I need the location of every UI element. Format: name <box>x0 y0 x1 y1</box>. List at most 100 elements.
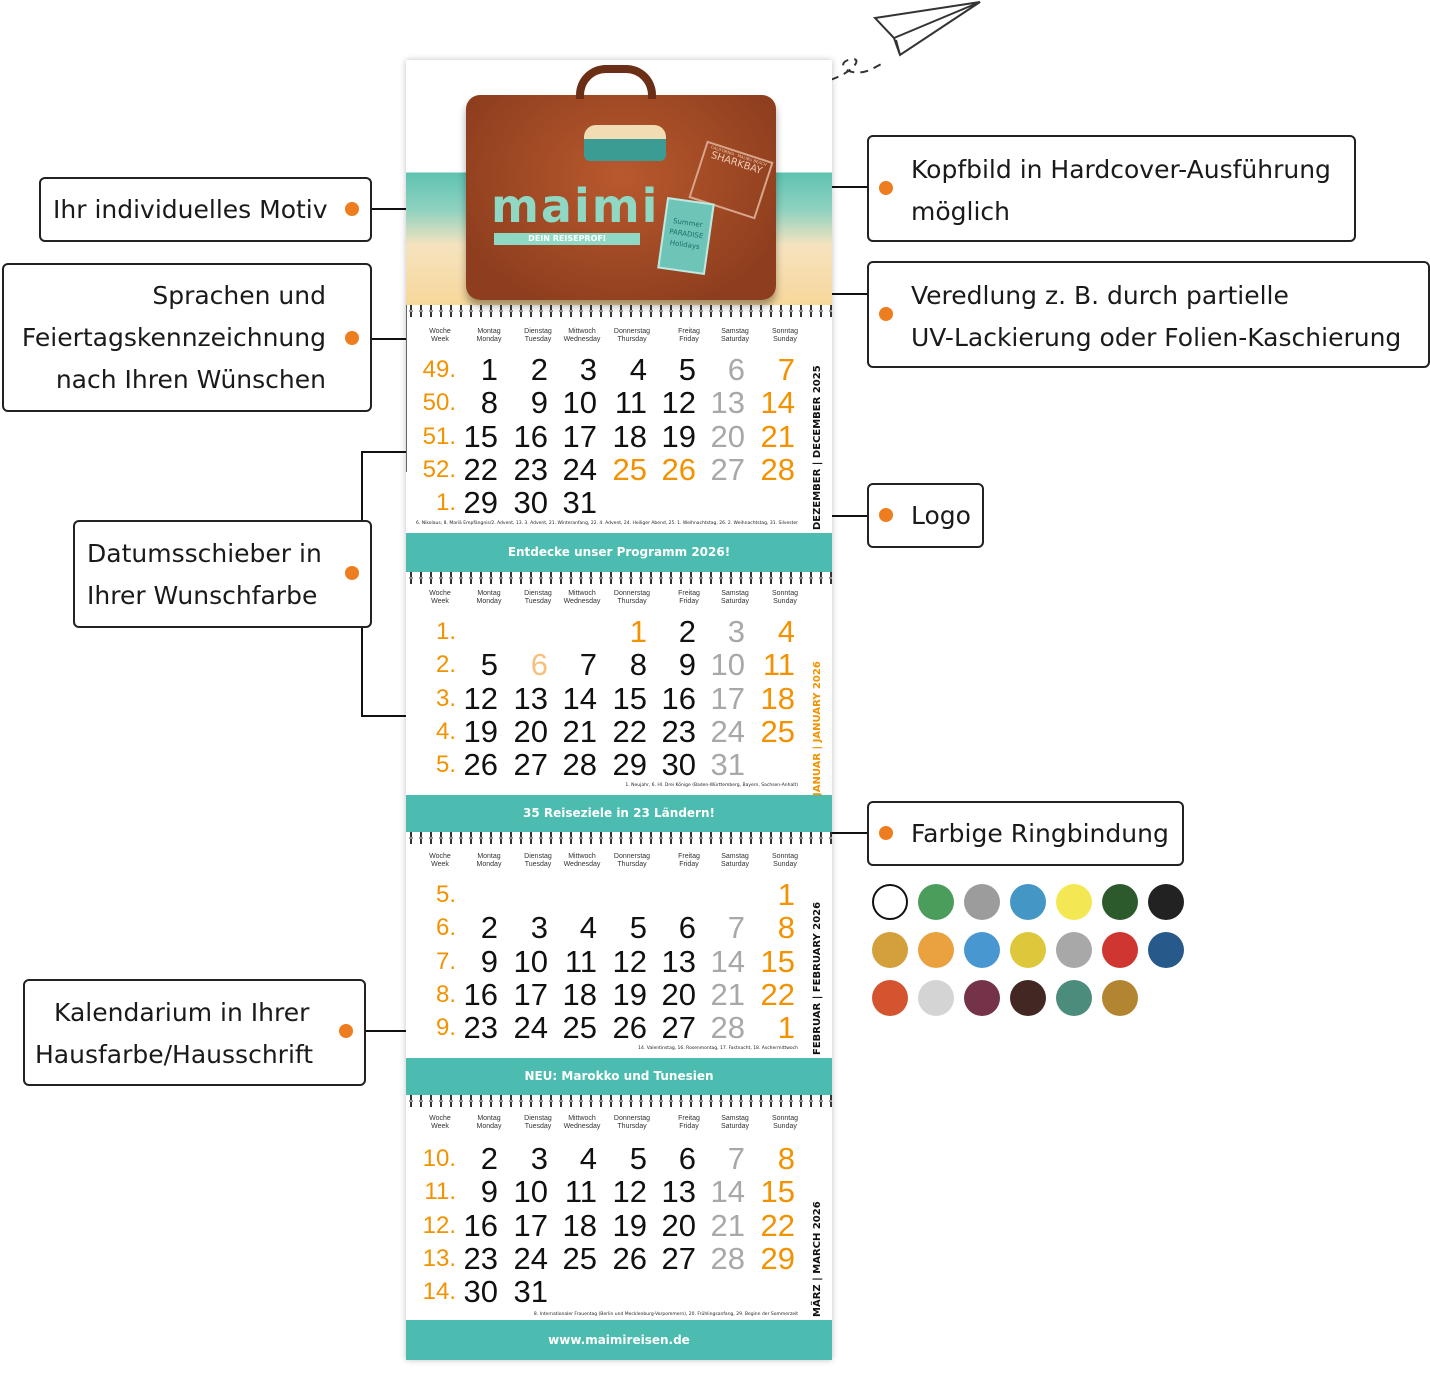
ring-color-swatch[interactable] <box>1102 932 1138 968</box>
ring-color-swatch[interactable] <box>964 884 1000 920</box>
day-header-label: Samstag <box>721 853 749 860</box>
day-header-label: Montag <box>477 1115 501 1122</box>
calendar-day: 13 <box>513 680 548 716</box>
callout-text: Kalendarium in Ihrer <box>54 998 310 1027</box>
week-number: 11. <box>424 1178 456 1206</box>
calendar-day: 25 <box>562 1240 597 1276</box>
calendar-day: 28 <box>710 1010 745 1046</box>
promo-banner: Entdecke unser Programm 2026! <box>406 533 832 572</box>
calendar-day: 31 <box>710 747 745 783</box>
calendar-day: 1 <box>777 877 795 912</box>
calendar-day: 11 <box>564 1174 597 1210</box>
day-header-label: Dienstag <box>524 590 552 597</box>
ring-color-swatch[interactable] <box>1010 884 1046 920</box>
calendar-day: 8 <box>480 385 498 421</box>
calendar-day: 3 <box>530 910 548 946</box>
ring-color-swatch[interactable] <box>872 980 908 1016</box>
ring-color-swatch[interactable] <box>872 884 908 920</box>
calendar-day: 23 <box>513 451 548 487</box>
callout-kalendarium: Kalendarium in Ihrer Hausfarbe/Hausschri… <box>23 979 366 1086</box>
day-header-label: Wednesday <box>563 598 601 605</box>
callout-veredlung: Veredlung z. B. durch partielle UV-Lacki… <box>867 261 1430 368</box>
day-header-label: Week <box>431 336 449 343</box>
ring-color-swatch[interactable] <box>1056 884 1092 920</box>
day-header-label: Tuesday <box>524 861 552 868</box>
calendar-day: 28 <box>562 747 597 783</box>
ring-color-swatch[interactable] <box>1056 932 1092 968</box>
ring-color-swatch[interactable] <box>1148 932 1184 968</box>
bullet-dot <box>879 508 893 522</box>
holiday-footnote: 14. Valentinstag, 16. Rosenmontag, 17. F… <box>638 1046 798 1051</box>
ring-color-swatch[interactable] <box>918 884 954 920</box>
calendar-day: 19 <box>661 418 696 454</box>
calendar-day: 22 <box>760 976 795 1012</box>
ring-color-swatch[interactable] <box>964 932 1000 968</box>
holiday-footnote: 6. Nikolaus, 8. Mariä Empfängnis/2. Adve… <box>415 521 798 526</box>
bullet-dot <box>879 181 893 195</box>
calendar-day: 12 <box>463 680 498 716</box>
calendar-day: 2 <box>678 614 696 649</box>
calendar-day: 4 <box>629 352 647 387</box>
ring-color-swatch[interactable] <box>1148 884 1184 920</box>
day-header-label: Saturday <box>720 861 750 868</box>
day-header-label: Monday <box>476 1123 502 1130</box>
calendar-day: 21 <box>562 713 597 749</box>
ring-color-swatch[interactable] <box>1056 980 1092 1016</box>
calendar-day: 29 <box>612 747 647 783</box>
day-header-label: Tuesday <box>524 598 552 605</box>
callout-text: Sprachen und <box>152 281 326 310</box>
callout-text: Feiertagskennzeichnung <box>21 323 326 352</box>
calendar-day: 20 <box>661 1207 696 1243</box>
ring-color-swatch[interactable] <box>1102 980 1138 1016</box>
bullet-dot <box>879 826 893 840</box>
calendar-day: 4 <box>579 1141 597 1176</box>
month-divider <box>406 412 407 472</box>
day-header-label: Thursday <box>617 598 647 605</box>
bullet-dot <box>879 307 893 321</box>
ring-color-swatch[interactable] <box>872 932 908 968</box>
promo-banner: 35 Reiseziele in 23 Ländern! <box>406 795 832 832</box>
calendar-day: 10 <box>710 647 745 683</box>
ring-color-swatch[interactable] <box>964 980 1000 1016</box>
calendar-day: 15 <box>463 418 498 454</box>
calendar-day: 13 <box>661 1174 696 1210</box>
calendar-day: 8 <box>777 910 795 946</box>
calendar-day: 25 <box>760 713 795 749</box>
van-icon <box>584 125 666 161</box>
calendar-day: 15 <box>760 943 795 979</box>
day-header-label: Tuesday <box>524 336 552 343</box>
calendar-day: 8 <box>629 647 647 683</box>
day-header-label: Saturday <box>720 336 750 343</box>
callout-text: Veredlung z. B. durch partielle <box>911 281 1289 310</box>
callout-text: Hausfarbe/Hausschrift <box>35 1040 314 1069</box>
week-number: 6. <box>435 914 456 942</box>
day-header-label: Woche <box>429 1115 451 1122</box>
calendar-day: 13 <box>710 385 745 421</box>
day-header-label: Monday <box>476 336 502 343</box>
ring-color-swatch[interactable] <box>1102 884 1138 920</box>
week-number: 1. <box>435 618 456 645</box>
day-header-label: Woche <box>429 853 451 860</box>
connector-line <box>365 1030 429 1032</box>
ring-color-swatch[interactable] <box>1010 932 1046 968</box>
day-header-label: Donnerstag <box>613 1115 651 1122</box>
day-header-label: Woche <box>429 328 451 335</box>
calendar-day: 24 <box>710 713 745 749</box>
connector-line <box>371 208 437 210</box>
calendar-day: 6 <box>727 352 745 387</box>
calendar-day: 5 <box>480 647 498 683</box>
month-label: FEBRUAR | FEBRUARY 2026 <box>812 901 823 1055</box>
day-header-label: Friday <box>679 1123 699 1130</box>
day-header-label: Week <box>431 598 449 605</box>
ring-color-swatch[interactable] <box>918 980 954 1016</box>
calendar-day: 16 <box>463 976 498 1012</box>
ring-color-swatch[interactable] <box>918 932 954 968</box>
ring-color-swatch[interactable] <box>1010 980 1046 1016</box>
